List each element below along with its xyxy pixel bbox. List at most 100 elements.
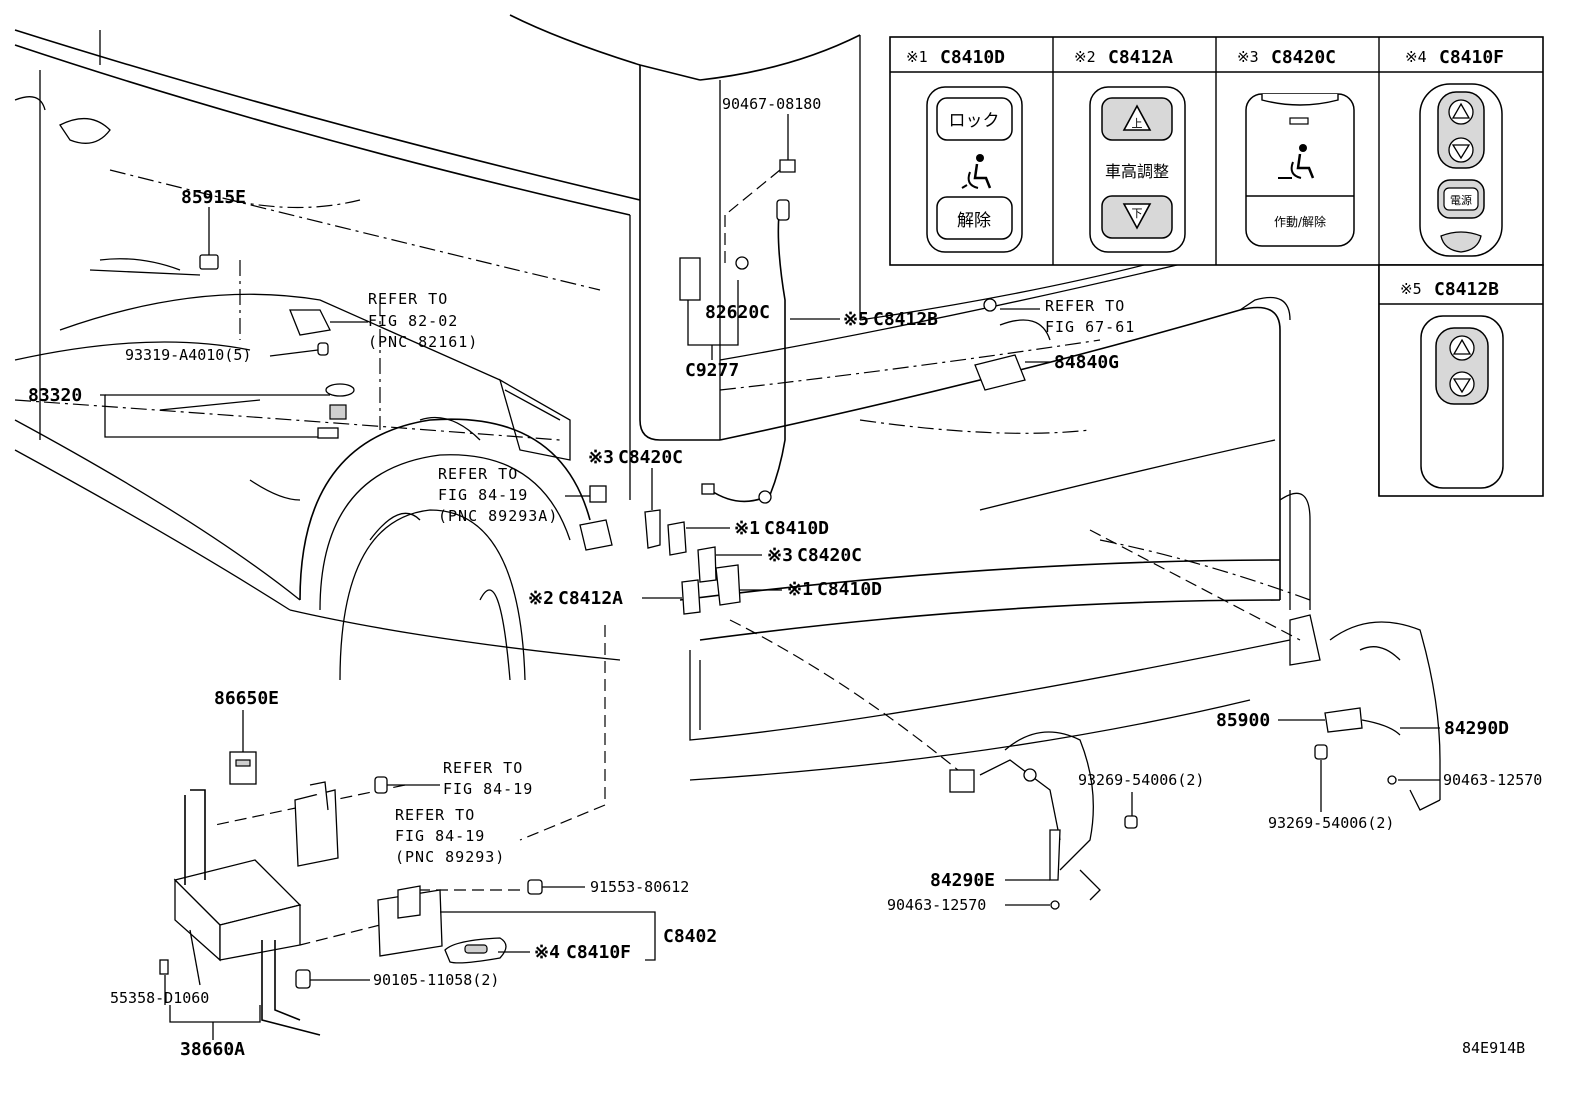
label-90463-a: 90463-12570	[887, 896, 986, 914]
label-refer-84c-line3: (PNC 89293)	[395, 848, 505, 866]
label-82620C: 82620C	[705, 302, 770, 323]
wheelchair-icon	[961, 154, 992, 189]
label-C8412B-mark: ※5	[843, 309, 869, 330]
label-refer-82-line3: (PNC 82161)	[368, 333, 478, 351]
label-refer-84b-line1: REFER TO	[443, 759, 523, 777]
part-90467-clip	[779, 159, 796, 173]
part-C8402-remote-control	[377, 885, 443, 957]
panel5-code: C8412B	[1434, 279, 1499, 300]
part-89293-ecu	[294, 781, 339, 867]
label-refer-84b-line2: FIG 84-19	[443, 780, 533, 798]
label-C9277: C9277	[685, 360, 739, 381]
figure-code: 84E914B	[1462, 1039, 1525, 1057]
label-refer-67-line1: REFER TO	[1045, 297, 1125, 315]
part-91553-screw	[527, 879, 543, 895]
down-triangle-icon: 下	[1122, 203, 1152, 230]
label-55358: 55358-D1060	[110, 989, 209, 1007]
leader-lines	[100, 114, 1440, 1040]
label-85915E: 85915E	[181, 187, 246, 208]
panel4-mark: ※4	[1405, 48, 1427, 66]
part-C8412B-cable-switch	[701, 199, 790, 504]
vehicle-body-outline	[14, 14, 1311, 781]
up-arrow-icon	[1449, 335, 1475, 361]
part-89293A-relay	[579, 485, 613, 551]
label-C8420C-top-mark: ※3	[588, 447, 614, 468]
panel4-power-label: 電源	[1450, 193, 1472, 207]
label-refer-84c-line2: FIG 84-19	[395, 827, 485, 845]
part-90463-a	[1050, 900, 1060, 910]
part-C8410D-2	[715, 564, 741, 606]
label-85900: 85900	[1216, 710, 1270, 731]
label-C8420C-2: C8420C	[797, 545, 862, 566]
label-86650E: 86650E	[214, 688, 279, 709]
part-55358-clip	[159, 959, 169, 975]
label-91553: 91553-80612	[590, 878, 689, 896]
panel2-down-glyph: 下	[1132, 207, 1143, 220]
part-84290E-switch	[949, 731, 1101, 901]
label-C8402: C8402	[663, 926, 717, 947]
panel2-up-glyph: 上	[1132, 117, 1143, 130]
part-85915E-relay	[199, 254, 219, 270]
down-arrow-icon	[1449, 371, 1475, 397]
panel1-btn-bottom-label: 解除	[957, 211, 991, 231]
part-90105-bolt	[295, 969, 311, 989]
panel4-code: C8410F	[1439, 47, 1504, 68]
part-93269-bolt-a	[1124, 815, 1138, 829]
label-C8420C-top: C8420C	[618, 447, 683, 468]
panel3-code: C8420C	[1271, 47, 1336, 68]
part-86650E-connector	[229, 751, 257, 785]
panel1-btn-top-label: ロック	[949, 111, 1000, 131]
part-84840G-switch	[974, 298, 1051, 391]
legend-panel-C8412B: ※5 C8412B	[1400, 279, 1504, 489]
legend-panel-C8420C: ※3 C8420C 作動/解除	[1237, 47, 1355, 247]
part-85900-switch	[1324, 707, 1401, 736]
label-84290E: 84290E	[930, 870, 995, 891]
label-93269-a: 93269-54006(2)	[1078, 771, 1204, 789]
panel3-mark: ※3	[1237, 48, 1259, 66]
part-C8410F-fob	[444, 937, 507, 964]
label-C8410D-2-mark: ※1	[787, 579, 813, 600]
part-C8420C-top	[644, 509, 661, 549]
part-82161-bracket	[289, 309, 331, 336]
label-C8420C-2-mark: ※3	[767, 545, 793, 566]
label-90463-b: 90463-12570	[1443, 771, 1542, 789]
label-refer-84a-line1: REFER TO	[438, 465, 518, 483]
switch-legend-table: ※1 C8410D ロック 解除 ※2 C8412A 上 車高調	[889, 36, 1544, 497]
label-refer-84a-line3: (PNC 89293A)	[438, 507, 558, 525]
label-refer-82-line1: REFER TO	[368, 290, 448, 308]
label-refer-84c-line1: REFER TO	[395, 806, 475, 824]
label-C8412B: C8412B	[873, 309, 938, 330]
label-93319: 93319-A4010(5)	[125, 346, 251, 364]
label-93269-b: 93269-54006(2)	[1268, 814, 1394, 832]
part-83320-switch-assy	[317, 383, 355, 439]
part-C8412A	[681, 579, 701, 615]
wheelchair-icon	[1278, 144, 1315, 179]
label-38660A: 38660A	[180, 1039, 245, 1060]
label-C8412A: C8412A	[558, 588, 623, 609]
part-93269-bolt-b	[1314, 744, 1328, 760]
panel2-mark: ※2	[1074, 48, 1096, 66]
part-93319-screw	[317, 342, 329, 356]
up-triangle-icon: 上	[1122, 104, 1152, 131]
panel1-code: C8410D	[940, 47, 1005, 68]
label-90105: 90105-11058(2)	[373, 971, 499, 989]
part-C8410D-1	[667, 521, 687, 556]
label-refer-67-line2: FIG 67-61	[1045, 318, 1135, 336]
down-arrow-icon	[1448, 137, 1474, 163]
body-hidden-lines	[14, 169, 1311, 946]
label-90467: 90467-08180	[722, 95, 821, 113]
label-refer-84a-line2: FIG 84-19	[438, 486, 528, 504]
legend-panel-C8412A: ※2 C8412A 上 車高調整 下	[1074, 47, 1186, 253]
label-refer-82-line2: FIG 82-02	[368, 312, 458, 330]
part-84290D-switch	[1289, 614, 1441, 811]
part-90463-b	[1387, 775, 1397, 785]
panel2-code: C8412A	[1108, 47, 1173, 68]
up-arrow-icon	[1448, 99, 1474, 125]
label-C8410F-mark: ※4	[534, 942, 560, 963]
label-84290D: 84290D	[1444, 718, 1509, 739]
part-screw-8419	[374, 776, 388, 794]
label-C8410D-2: C8410D	[817, 579, 882, 600]
panel2-center-label: 車高調整	[1105, 162, 1169, 181]
label-C8410D-1: C8410D	[764, 518, 829, 539]
legend-panel-C8410D: ※1 C8410D ロック 解除	[906, 47, 1023, 253]
